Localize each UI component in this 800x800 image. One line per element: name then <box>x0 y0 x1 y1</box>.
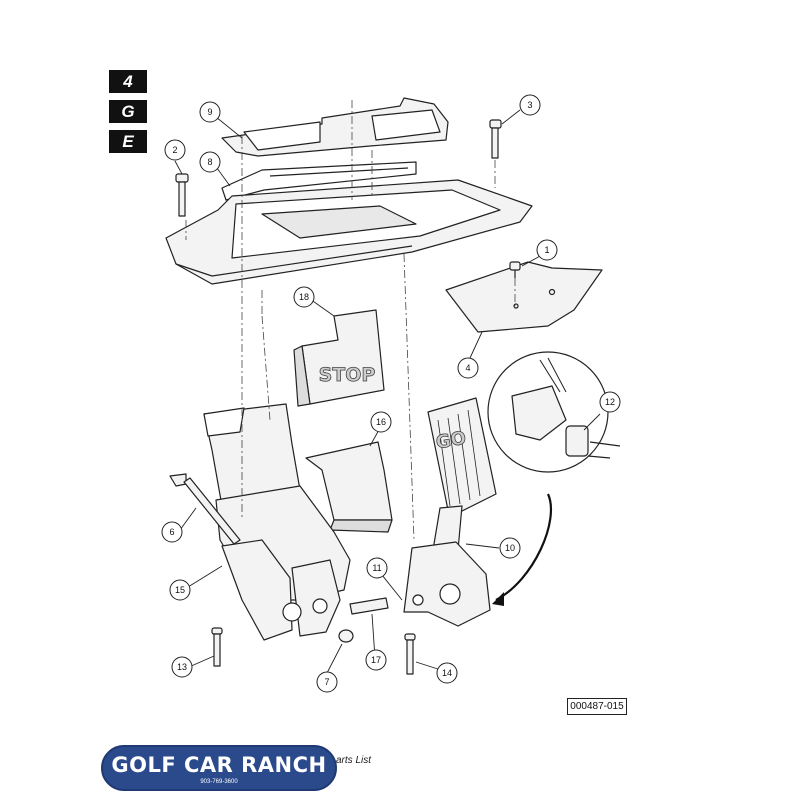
callout-3: 3 <box>519 94 541 116</box>
callout-11: 11 <box>366 557 388 579</box>
part-14-bolt <box>404 633 416 675</box>
callout-number: 8 <box>207 157 212 167</box>
drawing-number: 000487-015 <box>567 698 627 715</box>
callout-circle <box>164 139 186 161</box>
parts-list-caption: arts List <box>336 755 372 766</box>
callout-circle <box>293 286 315 308</box>
callout-2: 2 <box>164 139 186 161</box>
callout-18: 18 <box>293 286 315 308</box>
part-17-bumper <box>349 597 389 615</box>
callout-8: 8 <box>199 151 221 173</box>
callout-circle <box>436 662 458 684</box>
logo-phone: 903-769-3600 <box>200 779 238 785</box>
callout-number: 7 <box>324 677 329 687</box>
part-16-pedal-cover <box>305 441 393 533</box>
part-7-nut <box>338 629 354 643</box>
callout-number: 13 <box>177 662 187 672</box>
callout-4: 4 <box>457 357 479 379</box>
section-badge-g: G <box>109 100 147 123</box>
callout-circle <box>536 239 558 261</box>
callout-9: 9 <box>199 101 221 123</box>
callout-number: 11 <box>372 563 381 573</box>
callout-number: 14 <box>442 668 452 678</box>
callout-16: 16 <box>370 411 392 433</box>
callout-circle <box>171 656 193 678</box>
callout-12: 12 <box>599 391 621 413</box>
callout-number: 3 <box>527 100 532 110</box>
part-12-switch-detail <box>487 351 621 473</box>
part-10-accelerator <box>403 397 497 627</box>
callout-circle <box>499 537 521 559</box>
callout-number: 6 <box>169 527 174 537</box>
callout-6: 6 <box>161 521 183 543</box>
stop-label: STOP <box>319 364 376 386</box>
callout-circle <box>316 671 338 693</box>
golf-car-ranch-logo: GOLF CAR RANCH 903-769-3600 <box>101 745 337 791</box>
part-floor-plate <box>165 179 533 285</box>
callout-15: 15 <box>169 579 191 601</box>
part-9-bracket-plate <box>221 97 449 157</box>
callout-circle <box>199 151 221 173</box>
part-2-bolt <box>175 173 189 217</box>
part-8-gasket-strip <box>221 161 417 201</box>
callout-circle <box>161 521 183 543</box>
callout-number: 2 <box>172 145 177 155</box>
callout-number: 15 <box>175 585 185 595</box>
callout-number: 18 <box>299 292 309 302</box>
callout-number: 16 <box>376 417 386 427</box>
callout-14: 14 <box>436 662 458 684</box>
part-6-rod <box>169 473 241 545</box>
callout-7: 7 <box>316 671 338 693</box>
callout-circle <box>599 391 621 413</box>
callout-circle <box>365 649 387 671</box>
callout-number: 1 <box>544 245 549 255</box>
callout-number: 17 <box>371 655 381 665</box>
callout-10: 10 <box>499 537 521 559</box>
part-15-brake-assembly <box>203 403 351 641</box>
callout-circle <box>457 357 479 379</box>
callout-17: 17 <box>365 649 387 671</box>
callout-circle <box>169 579 191 601</box>
logo-name: GOLF CAR RANCH <box>111 753 327 777</box>
callout-number: 12 <box>605 397 615 407</box>
callout-number: 9 <box>207 107 212 117</box>
part-13-bolt <box>211 627 223 667</box>
part-3-bolt <box>489 119 502 159</box>
part-4-floor-mat <box>445 261 603 333</box>
callout-circle <box>366 557 388 579</box>
callout-circle <box>519 94 541 116</box>
callout-13: 13 <box>171 656 193 678</box>
part-18-stop-pad <box>293 309 385 407</box>
part-1-screw <box>509 261 521 278</box>
callout-number: 4 <box>465 363 470 373</box>
section-badge-e: E <box>109 130 147 153</box>
callout-circle <box>199 101 221 123</box>
section-badge-4: 4 <box>109 70 147 93</box>
callout-1: 1 <box>536 239 558 261</box>
callout-circle <box>370 411 392 433</box>
callout-number: 10 <box>505 543 515 553</box>
